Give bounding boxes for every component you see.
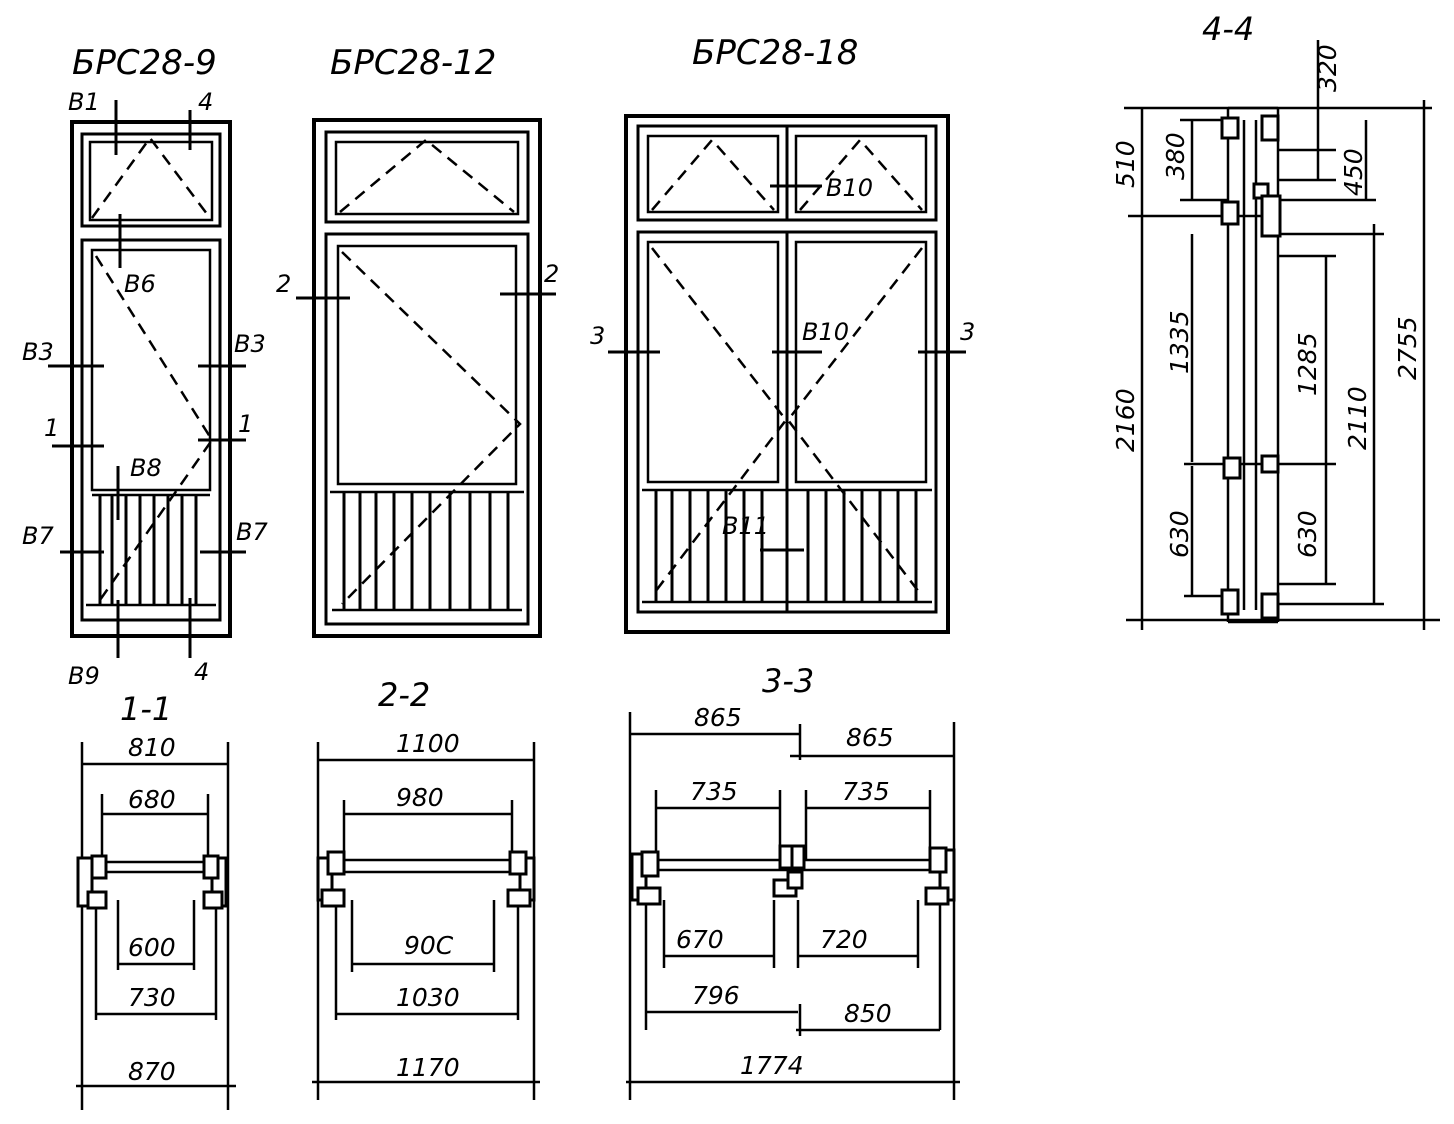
window-brs28-9: БРС28-9 В1 bbox=[22, 43, 268, 690]
callout-b10-top: В10 bbox=[826, 174, 873, 202]
section-1-1: 1-1 810 680 600 7 bbox=[76, 690, 236, 1110]
dim-3-3-e: 670 bbox=[676, 925, 724, 954]
callout-b9: В9 bbox=[68, 662, 100, 690]
dim-1-1-a: 810 bbox=[128, 733, 176, 762]
dim-4-4-450: 450 bbox=[1339, 148, 1368, 196]
callout-2-right: 2 bbox=[544, 260, 559, 288]
callout-3-left: 3 bbox=[590, 322, 605, 350]
dim-4-4-2160: 2160 bbox=[1111, 388, 1140, 452]
dim-2-2-c: 90С bbox=[404, 931, 454, 960]
dim-4-4-2110: 2110 bbox=[1343, 386, 1372, 450]
callout-1-left: 1 bbox=[44, 414, 59, 442]
dim-3-3-f: 720 bbox=[820, 925, 868, 954]
window-brs28-12: БРС28-12 2 2 bbox=[276, 43, 559, 638]
dim-3-3-g: 796 bbox=[692, 981, 740, 1010]
dim-4-4-380: 380 bbox=[1161, 132, 1190, 180]
callout-3-right: 3 bbox=[960, 318, 975, 346]
callout-b7-left: В7 bbox=[22, 522, 54, 550]
dim-1-1-e: 870 bbox=[128, 1057, 176, 1086]
title-section-4-4: 4-4 bbox=[1202, 10, 1254, 48]
callout-1-right: 1 bbox=[238, 410, 253, 438]
callout-b11: В11 bbox=[722, 512, 769, 540]
callout-b6: В6 bbox=[124, 270, 156, 298]
callout-2-left: 2 bbox=[276, 270, 291, 298]
dim-4-4-1335: 1335 bbox=[1165, 310, 1194, 374]
callout-b10-mid: В10 bbox=[802, 318, 849, 346]
dim-1-1-c: 600 bbox=[128, 933, 176, 962]
callout-b3-right: В3 bbox=[234, 330, 266, 358]
title-section-1-1: 1-1 bbox=[120, 690, 172, 728]
title-brs28-12: БРС28-12 bbox=[330, 43, 496, 83]
title-brs28-18: БРС28-18 bbox=[692, 33, 858, 73]
callout-b8: В8 bbox=[130, 454, 162, 482]
dim-3-3-d: 735 bbox=[842, 777, 890, 806]
dim-3-3-i: 1774 bbox=[740, 1051, 804, 1080]
title-section-3-3: 3-3 bbox=[762, 662, 814, 700]
dim-3-3-c: 735 bbox=[690, 777, 738, 806]
section-2-2: 2-2 1100 980 90С bbox=[312, 676, 540, 1100]
title-brs28-9: БРС28-9 bbox=[72, 43, 217, 83]
dim-2-2-d: 1030 bbox=[396, 983, 460, 1012]
title-section-2-2: 2-2 bbox=[378, 676, 430, 714]
callout-b7-right: В7 bbox=[236, 518, 268, 546]
section-3-3: 3-3 bbox=[626, 662, 960, 1100]
window-brs28-18: БРС28-18 3 bbox=[590, 33, 975, 634]
dim-2-2-a: 1100 bbox=[396, 729, 460, 758]
dim-4-4-320: 320 bbox=[1313, 44, 1342, 92]
dim-3-3-h: 850 bbox=[844, 999, 892, 1028]
dim-2-2-e: 1170 bbox=[396, 1053, 460, 1082]
dim-4-4-1285: 1285 bbox=[1293, 332, 1322, 396]
callout-b3-left: В3 bbox=[22, 338, 54, 366]
section-4-4: 4-4 bbox=[1111, 10, 1440, 630]
dim-3-3-a: 865 bbox=[694, 703, 742, 732]
dim-1-1-d: 730 bbox=[128, 983, 176, 1012]
dim-4-4-2755: 2755 bbox=[1393, 316, 1422, 380]
dim-3-3-b: 865 bbox=[846, 723, 894, 752]
dim-4-4-510: 510 bbox=[1111, 140, 1140, 188]
callout-4-top: 4 bbox=[198, 88, 213, 116]
dim-4-4-630-right: 630 bbox=[1293, 510, 1322, 558]
callout-b1: В1 bbox=[68, 88, 100, 116]
dim-4-4-630-left: 630 bbox=[1165, 510, 1194, 558]
callout-4-bottom: 4 bbox=[194, 658, 209, 686]
dim-1-1-b: 680 bbox=[128, 785, 176, 814]
dim-2-2-b: 980 bbox=[396, 783, 444, 812]
